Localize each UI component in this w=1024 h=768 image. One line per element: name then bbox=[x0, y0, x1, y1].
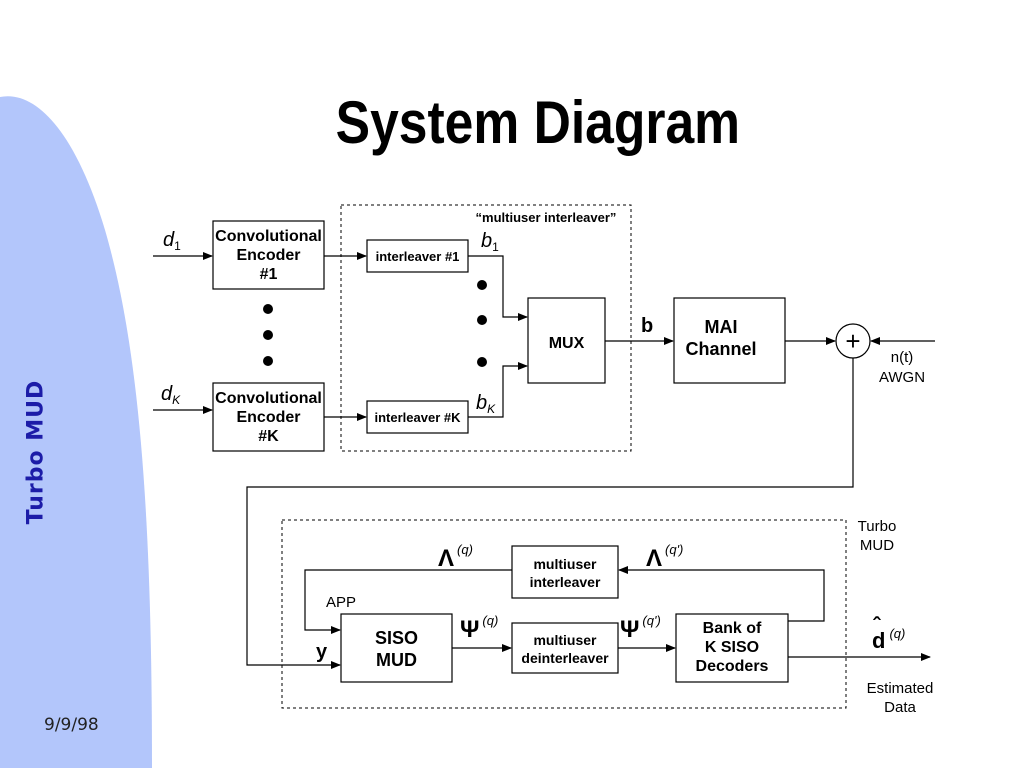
multiuser-interleaver-box bbox=[511, 545, 619, 599]
label-psi-q: Ψ(q) bbox=[460, 613, 498, 643]
estimated-data-line1: Estimated bbox=[867, 680, 934, 697]
noise-line2: AWGN bbox=[879, 369, 925, 386]
label-psi-q-prime: Ψ(q') bbox=[620, 613, 661, 643]
decoder-bank-line1: Bank of bbox=[703, 620, 762, 637]
mai-channel-box bbox=[673, 297, 786, 384]
turbo-mud-label-line1: Turbo bbox=[858, 518, 897, 535]
interleaver-1-label: interleaver #1 bbox=[376, 249, 460, 264]
encoder-1-box bbox=[212, 220, 325, 290]
label-y: y bbox=[316, 641, 328, 663]
received-signal-path bbox=[246, 358, 854, 669]
interleaver-to-siso-path bbox=[304, 569, 512, 634]
encoder-ellipsis-dot bbox=[263, 356, 273, 366]
multiuser-deinterleaver-line2: deinterleaver bbox=[521, 650, 609, 666]
decoder-bank-box bbox=[675, 613, 789, 683]
mai-channel-line2: Channel bbox=[685, 339, 756, 359]
multiuser-interleaver-line2: interleaver bbox=[530, 574, 601, 590]
label-dhat: d(q) bbox=[872, 626, 905, 653]
label-bK: bK bbox=[476, 392, 496, 416]
interleaver-ellipsis-dot bbox=[477, 280, 487, 290]
input-d1: d1 bbox=[163, 229, 181, 253]
interleaver-1-to-mux-connector bbox=[468, 255, 528, 321]
encoder-1-line2: Encoder bbox=[236, 247, 300, 264]
siso-mud-line1: SISO bbox=[375, 628, 418, 648]
interleaver-ellipsis-dot bbox=[477, 315, 487, 325]
interleaver-group-box bbox=[340, 204, 632, 452]
input-dK: dK bbox=[161, 383, 181, 407]
label-b1: b1 bbox=[481, 230, 499, 254]
interleaver-K-to-mux-connector bbox=[468, 362, 528, 418]
encoder-ellipsis-dot bbox=[263, 304, 273, 314]
decoder-feedback-path bbox=[618, 566, 825, 622]
encoder-K-line1: Convolutional bbox=[215, 390, 322, 407]
multiuser-deinterleaver-line1: multiuser bbox=[533, 632, 597, 648]
label-lambda-q: Λ(q) bbox=[438, 542, 473, 572]
label-b-vector: b bbox=[641, 315, 653, 337]
interleaver-ellipsis-dot bbox=[477, 357, 487, 367]
siso-mud-line2: MUD bbox=[376, 650, 417, 670]
sidebar-shape bbox=[0, 96, 152, 768]
mux-label: MUX bbox=[549, 335, 585, 352]
page-title: System Diagram bbox=[335, 89, 741, 156]
encoder-1-line1: Convolutional bbox=[215, 228, 322, 245]
encoder-ellipsis-dot bbox=[263, 330, 273, 340]
multiuser-interleaver-line1: multiuser bbox=[533, 556, 597, 572]
turbo-mud-group-box bbox=[281, 519, 847, 709]
decoder-bank-line3: Decoders bbox=[696, 658, 769, 675]
turbo-mud-label-line2: MUD bbox=[860, 537, 894, 554]
decoder-bank-line2: K SISO bbox=[705, 639, 759, 656]
encoder-1-line3: #1 bbox=[260, 266, 278, 283]
slide-date: 9/9/98 bbox=[44, 715, 99, 735]
encoder-K-line2: Encoder bbox=[236, 409, 300, 426]
label-dhat-accent: ˆ bbox=[873, 613, 881, 638]
adder-symbol: + bbox=[845, 326, 860, 356]
mai-channel-line1: MAI bbox=[705, 317, 738, 337]
estimated-data-line2: Data bbox=[884, 699, 916, 716]
siso-mud-box bbox=[340, 613, 453, 683]
mux-box bbox=[527, 297, 606, 384]
interleaver-K-label: interleaver #K bbox=[375, 410, 462, 425]
interleaver-group-label: “multiuser interleaver” bbox=[476, 210, 617, 225]
label-app: APP bbox=[326, 594, 356, 611]
multiuser-deinterleaver-box bbox=[511, 622, 619, 674]
noise-line1: n(t) bbox=[891, 349, 914, 366]
encoder-K-line3: #K bbox=[258, 428, 279, 445]
label-lambda-q-prime: Λ(q') bbox=[646, 542, 683, 572]
